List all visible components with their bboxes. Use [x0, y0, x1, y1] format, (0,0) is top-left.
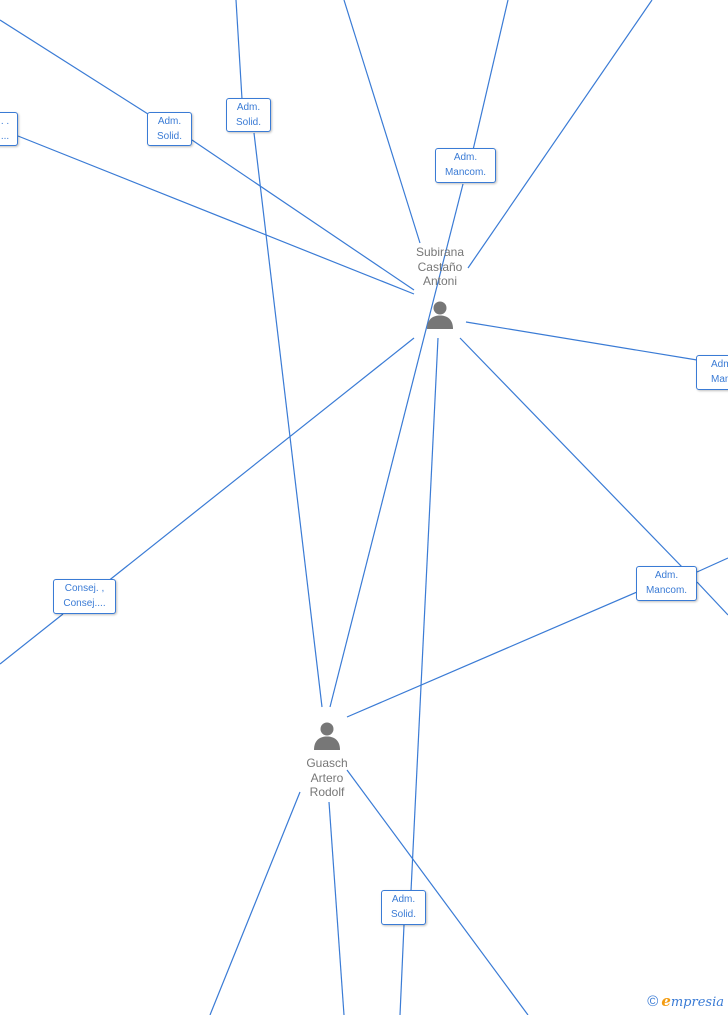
edge — [465, 321, 698, 361]
brand-logo: empresia — [661, 992, 724, 1010]
role-box-adm-mancom-right[interactable]: Adm Manc — [696, 355, 728, 390]
role-line: . . — [0, 116, 10, 127]
person-name-line: Castaño — [417, 259, 463, 274]
edge — [410, 337, 439, 892]
role-line: Manc — [711, 374, 728, 385]
role-line: Consej. , — [64, 583, 105, 594]
edge — [346, 769, 529, 1015]
role-line: Adm. — [236, 102, 261, 113]
role-box-adm-solid[interactable]: Adm. Solid. — [226, 98, 271, 132]
edge — [459, 337, 684, 569]
brand-name: mpresia — [670, 995, 724, 1010]
edge — [329, 183, 464, 708]
role-box-adm-mancom[interactable]: Adm. Mancom. — [636, 566, 697, 601]
role-box-left-edge[interactable]: . . ... — [0, 112, 18, 146]
person-name-line: Rodolf — [309, 785, 345, 799]
edge — [106, 337, 415, 583]
role-line: Solid. — [390, 909, 416, 920]
role-line: Adm. — [391, 894, 416, 905]
role-box-adm-solid[interactable]: Adm. Solid. — [147, 112, 192, 146]
edge — [696, 557, 728, 573]
edge — [0, 19, 149, 115]
person-name-line: Antoni — [422, 274, 458, 288]
edge — [399, 924, 405, 1015]
edge — [17, 135, 415, 295]
role-line: Adm. — [157, 116, 182, 127]
edge — [696, 581, 728, 616]
person-name: Subirana Castaño Antoni — [395, 245, 485, 289]
person-name: Guasch Artero Rodolf — [282, 756, 372, 800]
role-line: Adm — [711, 359, 728, 370]
role-line: Mancom. — [444, 167, 487, 178]
role-line: Adm. — [654, 570, 679, 581]
role-box-adm-solid[interactable]: Adm. Solid. — [381, 890, 426, 925]
brand-footer[interactable]: © empresia — [647, 992, 724, 1010]
edge — [472, 0, 509, 151]
role-line: ... — [0, 131, 10, 142]
person-name-line: Artero — [310, 770, 344, 785]
copyright-icon: © — [647, 992, 659, 1010]
edge — [328, 801, 345, 1015]
role-box-consej[interactable]: Consej. , Consej.... — [53, 579, 116, 614]
person-icon — [427, 301, 453, 329]
role-line: Adm. — [453, 152, 478, 163]
person-name-line: Subirana — [415, 245, 465, 259]
role-line: Consej.... — [63, 598, 106, 609]
person-name-line: Guasch — [306, 756, 348, 770]
role-line: Mancom. — [645, 585, 688, 596]
role-box-adm-mancom[interactable]: Adm. Mancom. — [435, 148, 496, 183]
role-line: Solid. — [156, 131, 182, 142]
edge — [209, 791, 301, 1015]
edge — [235, 0, 243, 100]
brand-initial: e — [661, 992, 671, 1010]
role-line: Solid. — [235, 117, 261, 128]
person-icon — [314, 722, 340, 750]
edge — [346, 591, 638, 718]
edge — [467, 0, 653, 269]
person-node[interactable]: Subirana Castaño Antoni — [395, 245, 485, 329]
person-node[interactable]: Guasch Artero Rodolf — [282, 720, 372, 800]
edge — [0, 613, 64, 665]
edge — [191, 139, 415, 291]
edge — [343, 0, 421, 244]
edge — [253, 132, 323, 708]
